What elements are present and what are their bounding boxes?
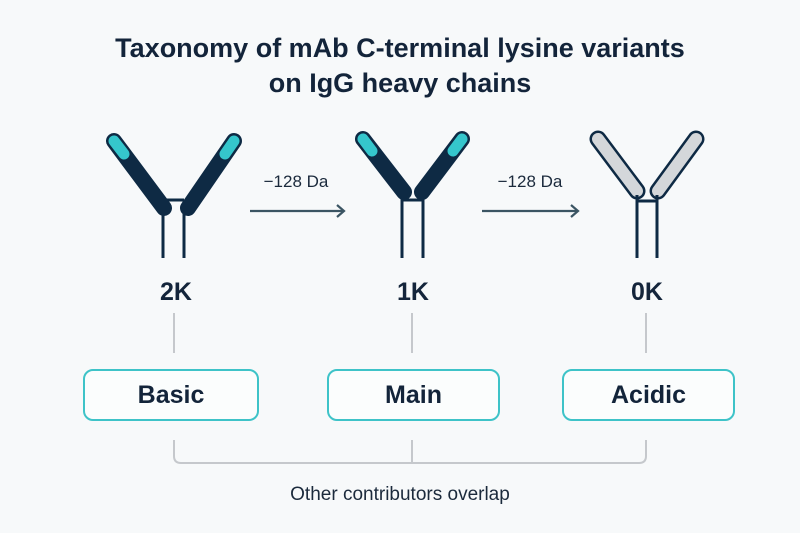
arrow-icon-1k-to-0k [482, 204, 580, 218]
antibody-icon-2k [106, 133, 242, 258]
mass-shift-label-2: −128 Da [497, 172, 563, 191]
diagram-title-line-1: Taxonomy of mAb C-terminal lysine varian… [115, 33, 685, 63]
diagram-title-line-2: on IgG heavy chains [268, 68, 532, 98]
variant-label-0k: 0K [631, 278, 663, 306]
variant-label-1k: 1K [397, 278, 429, 306]
category-label-basic: Basic [137, 380, 205, 409]
antibody-icon-0k [589, 130, 705, 258]
category-label-acidic: Acidic [610, 380, 687, 409]
antibody-icon-1k [355, 131, 470, 258]
overlap-bracket [173, 440, 647, 464]
footer-note: Other contributors overlap [290, 484, 510, 505]
category-box-basic: Basic [83, 369, 259, 421]
category-label-main: Main [385, 380, 442, 409]
category-box-acidic: Acidic [562, 369, 735, 421]
arrow-icon-2k-to-1k [250, 204, 346, 218]
category-box-main: Main [327, 369, 500, 421]
mass-shift-label-1: −128 Da [263, 172, 329, 191]
variant-label-2k: 2K [160, 278, 192, 306]
